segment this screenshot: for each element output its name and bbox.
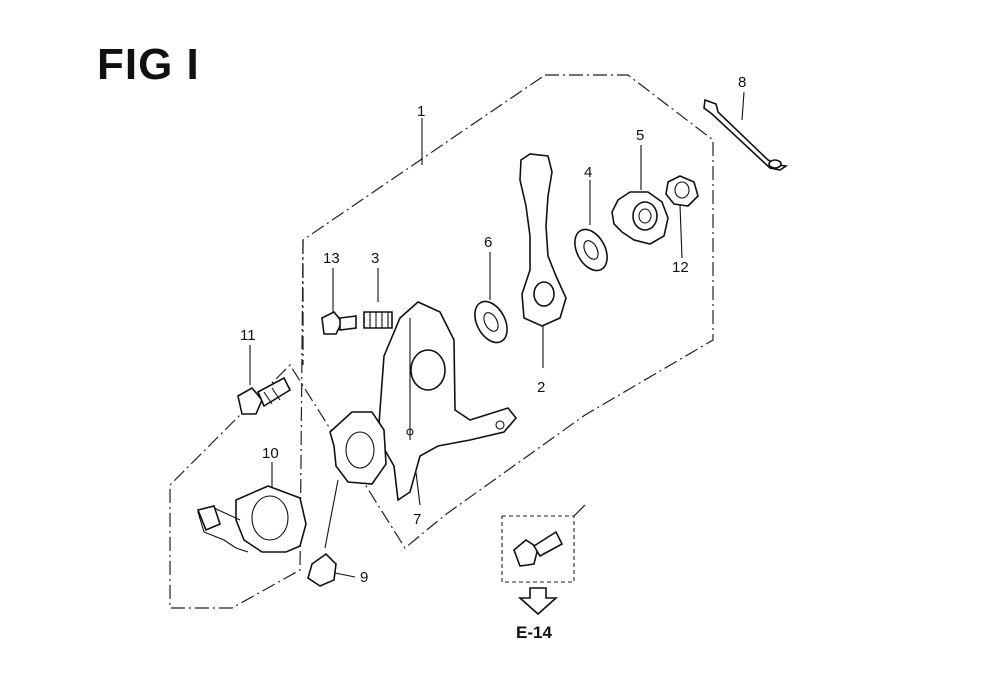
callout-2: 2 — [537, 379, 545, 396]
part-11-bolt — [237, 376, 292, 415]
reference-label: E-14 — [516, 623, 552, 642]
callout-5: 5 — [636, 127, 644, 144]
callout-1: 1 — [417, 103, 425, 120]
callout-3: 3 — [371, 250, 379, 267]
part-9-clip — [307, 552, 337, 587]
callout-12: 12 — [672, 259, 689, 276]
reference-arrow — [517, 587, 559, 616]
callout-6: 6 — [484, 234, 492, 251]
part-8-rod — [703, 98, 789, 171]
figure-title: FIG I — [97, 40, 200, 89]
callout-7: 7 — [413, 511, 421, 528]
part-13-screw — [321, 310, 357, 335]
callout-8: 8 — [738, 74, 746, 91]
part-2-arm — [519, 153, 567, 327]
gear-plate — [329, 411, 387, 485]
reference-box — [501, 504, 586, 583]
part-3-spring — [363, 311, 393, 329]
part-12-nut — [665, 175, 699, 207]
part-6-washer — [474, 300, 508, 344]
callout-10: 10 — [262, 445, 279, 462]
callout-9: 9 — [360, 569, 368, 586]
part-10-motor — [196, 485, 307, 553]
part-5-plate — [611, 191, 669, 245]
callout-4: 4 — [584, 164, 592, 181]
callout-13: 13 — [323, 250, 340, 267]
part-4-washer — [574, 228, 608, 272]
part-7-bracket — [377, 301, 518, 502]
callout-11: 11 — [240, 327, 256, 344]
